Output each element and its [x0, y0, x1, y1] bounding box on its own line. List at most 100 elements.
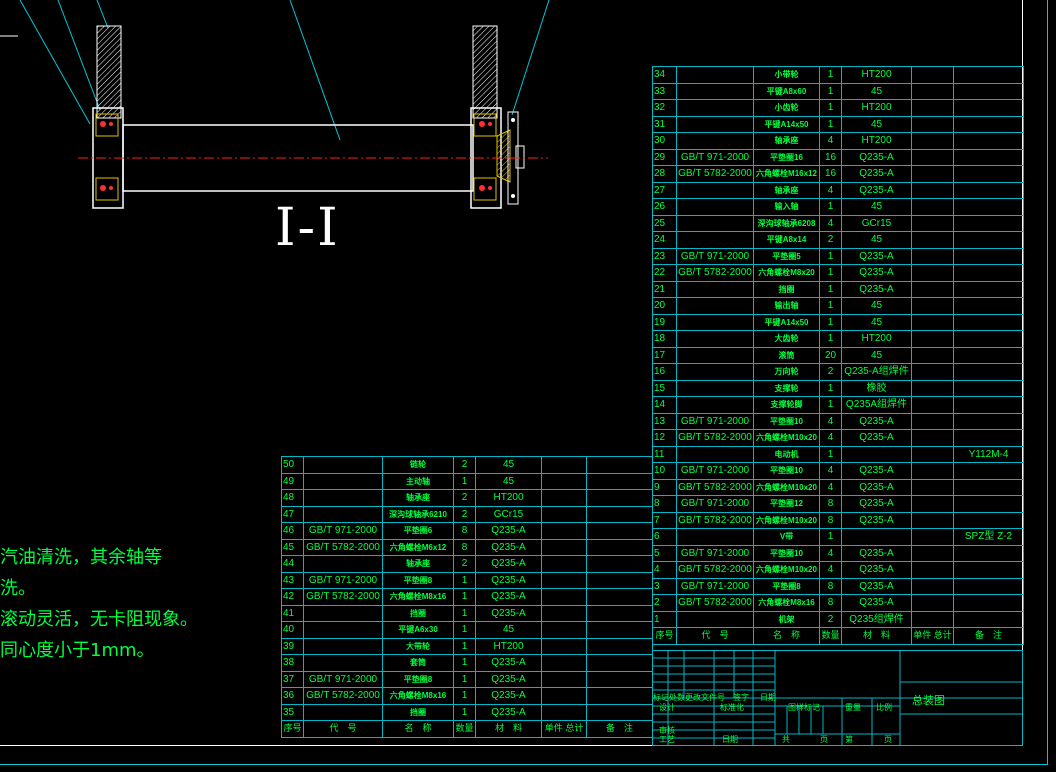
table-cell: 六角螺栓M10x20 [753, 478, 820, 496]
table-cell: 4 [819, 429, 842, 447]
table-cell: Q235-A [841, 165, 912, 183]
table-cell: 19 [652, 313, 677, 331]
table-cell: 1 [453, 588, 476, 606]
table-header-cell: 备 注 [953, 627, 1024, 645]
table-cell: 1 [453, 604, 476, 622]
table-cell [911, 544, 954, 562]
note-line: 汽油清洗，其余轴等 [0, 547, 162, 568]
table-cell [676, 313, 754, 331]
table-cell: Q235-A [841, 264, 912, 282]
table-cell: GB/T 5782-2000 [303, 538, 383, 556]
table-header-cell: 数量 [819, 627, 842, 645]
table-cell [676, 396, 754, 414]
leader-line [57, 0, 101, 111]
table-header-cell: 单件 总计 [541, 720, 587, 738]
table-cell [303, 505, 383, 523]
table-cell: HT200 [841, 330, 912, 348]
table-cell [541, 654, 587, 672]
table-cell: HT200 [475, 489, 542, 507]
table-cell: 2 [819, 231, 842, 249]
table-cell: 1 [652, 610, 677, 628]
table-cell [586, 505, 653, 523]
tb-design-label: 设计 [659, 703, 675, 712]
table-cell: 45 [841, 198, 912, 216]
table-header-cell: 单件 总计 [911, 627, 954, 645]
note-line: 滚动灵活，无卡阻现象。 [0, 609, 198, 630]
table-cell: 48 [281, 489, 304, 507]
table-cell: GB/T 971-2000 [676, 247, 754, 265]
table-cell: Q235-A [841, 544, 912, 562]
table-cell: 支撑轮脚 [753, 396, 820, 414]
table-cell [911, 561, 954, 579]
table-cell: 平垫圈12 [753, 495, 820, 513]
table-cell [911, 198, 954, 216]
left-bearing-lower [95, 177, 119, 201]
table-cell [303, 703, 383, 721]
table-cell [953, 561, 1024, 579]
table-cell: 深沟球轴承6208 [753, 214, 820, 232]
table-cell: 1 [819, 445, 842, 463]
table-cell: 21 [652, 280, 677, 298]
note-line: 洗。 [0, 578, 36, 599]
table-cell: 1 [819, 379, 842, 397]
table-cell [911, 313, 954, 331]
technical-notes: 汽油清洗，其余轴等 洗。 滚动灵活，无卡阻现象。 同心度小于1mm。 [0, 542, 198, 666]
table-cell: Q235组焊件 [841, 610, 912, 628]
tb-review-label: 审核 [659, 726, 675, 735]
table-cell: 16 [819, 148, 842, 166]
table-cell: HT200 [475, 637, 542, 655]
table-cell: 30 [652, 132, 677, 150]
table-cell: 1 [819, 264, 842, 282]
note-line: 同心度小于1mm。 [0, 640, 155, 661]
table-cell [676, 181, 754, 199]
table-cell [911, 148, 954, 166]
table-cell: 20 [819, 346, 842, 364]
table-cell: 2 [453, 505, 476, 523]
table-cell: Q235-A [841, 478, 912, 496]
table-cell [953, 396, 1024, 414]
table-cell: 1 [819, 528, 842, 546]
table-cell [911, 99, 954, 117]
table-cell: GB/T 971-2000 [676, 577, 754, 595]
sheet-border-right [1047, 0, 1048, 765]
table-cell: 45 [475, 621, 542, 639]
table-header-cell: 代 号 [303, 720, 383, 738]
table-cell: GB/T 971-2000 [303, 522, 383, 540]
table-cell: 链轮 [382, 456, 454, 474]
table-cell: 1 [819, 396, 842, 414]
table-cell [303, 489, 383, 507]
table-cell [953, 577, 1024, 595]
table-cell: 主动轴 [382, 472, 454, 490]
table-cell [586, 555, 653, 573]
table-cell: 16 [652, 363, 677, 381]
table-cell: 1 [453, 571, 476, 589]
table-cell: 平键A14x50 [753, 115, 820, 133]
table-cell: 2 [453, 555, 476, 573]
table-cell: 45 [841, 346, 912, 364]
drawing-title: 总装图 [912, 695, 945, 707]
table-cell: 45 [841, 82, 912, 100]
table-cell: 45 [841, 297, 912, 315]
table-cell: 平垫圈10 [753, 462, 820, 480]
table-cell: 六角螺栓M16x12 [753, 165, 820, 183]
table-cell [541, 555, 587, 573]
table-cell: 39 [281, 637, 304, 655]
table-cell [676, 528, 754, 546]
tb-approve-label: 日期 [722, 735, 738, 744]
table-cell: 1 [453, 654, 476, 672]
table-cell: 1 [453, 472, 476, 490]
table-cell: Q235-A [841, 577, 912, 595]
table-cell: Q235-A [475, 555, 542, 573]
table-cell: 深沟球轴承6210 [382, 505, 454, 523]
table-cell: Q235-A [841, 148, 912, 166]
table-cell [303, 604, 383, 622]
table-cell: 45 [281, 538, 304, 556]
table-cell [541, 522, 587, 540]
leader-line [511, 0, 550, 116]
